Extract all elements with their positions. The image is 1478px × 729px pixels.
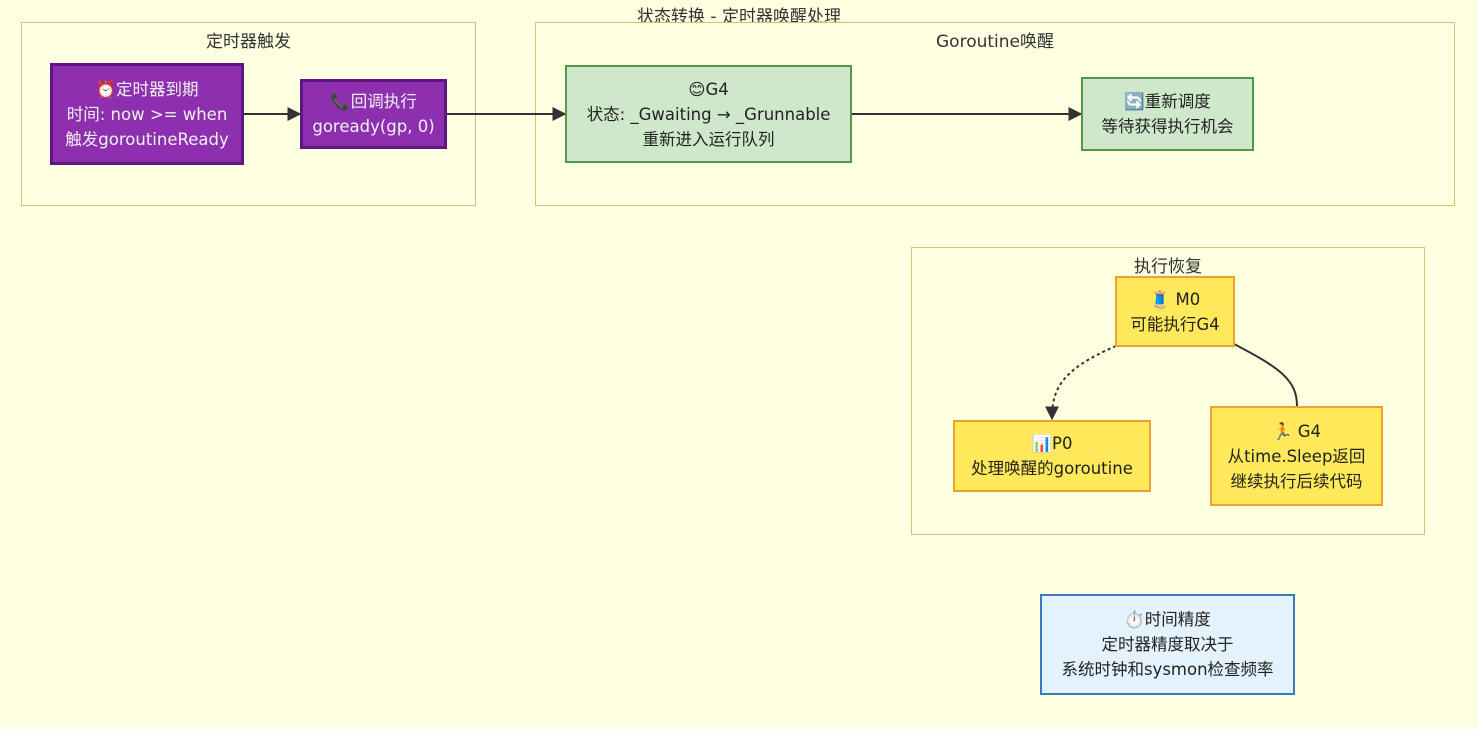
reschedule-desc: 等待获得执行机会 — [1101, 117, 1234, 136]
timer-expire-title: ⏰定时器到期 — [95, 79, 199, 99]
cluster-timer-trigger-label: 定时器触发 — [206, 32, 291, 52]
g4-resume-return: 从time.Sleep返回 — [1227, 446, 1366, 466]
cluster-execution-resume-label: 执行恢复 — [1134, 257, 1202, 277]
precision-desc1: 定时器精度取决于 — [1101, 635, 1234, 654]
precision-title: ⏱️时间精度 — [1124, 610, 1211, 629]
cluster-goroutine-wake-label: Goroutine唤醒 — [936, 32, 1054, 52]
g4-resume-title: 🏃 G4 — [1271, 421, 1322, 441]
p0-node: 📊P0 处理唤醒的goroutine — [953, 420, 1151, 492]
timer-expire-node: ⏰定时器到期 时间: now >= when 触发goroutineReady — [50, 63, 244, 165]
precision-node: ⏱️时间精度 定时器精度取决于 系统时钟和sysmon检查频率 — [1040, 594, 1295, 695]
callback-call: goready(gp, 0) — [312, 117, 435, 136]
precision-desc2: 系统时钟和sysmon检查频率 — [1061, 660, 1274, 679]
callback-title: 📞回调执行 — [330, 92, 417, 111]
timer-expire-trigger: 触发goroutineReady — [65, 129, 229, 149]
reschedule-node: 🔄重新调度 等待获得执行机会 — [1081, 77, 1254, 151]
m0-title: 🧵 M0 — [1149, 289, 1201, 309]
g4-resume-continue: 继续执行后续代码 — [1230, 471, 1363, 491]
g4-state-queue: 重新进入运行队列 — [642, 129, 775, 149]
callback-node: 📞回调执行 goready(gp, 0) — [300, 79, 447, 149]
m0-desc: 可能执行G4 — [1130, 314, 1220, 334]
g4-state-transition: 状态: _Gwaiting → _Grunnable — [586, 104, 831, 124]
p0-title: 📊P0 — [1031, 434, 1073, 453]
reschedule-title: 🔄重新调度 — [1124, 92, 1211, 111]
g4-resume-node: 🏃 G4 从time.Sleep返回 继续执行后续代码 — [1210, 406, 1383, 506]
g4-state-title: 😊G4 — [688, 79, 729, 99]
p0-desc: 处理唤醒的goroutine — [971, 459, 1133, 478]
g4-state-node: 😊G4 状态: _Gwaiting → _Grunnable 重新进入运行队列 — [565, 65, 852, 163]
m0-node: 🧵 M0 可能执行G4 — [1115, 276, 1235, 347]
timer-expire-condition: 时间: now >= when — [66, 104, 228, 124]
